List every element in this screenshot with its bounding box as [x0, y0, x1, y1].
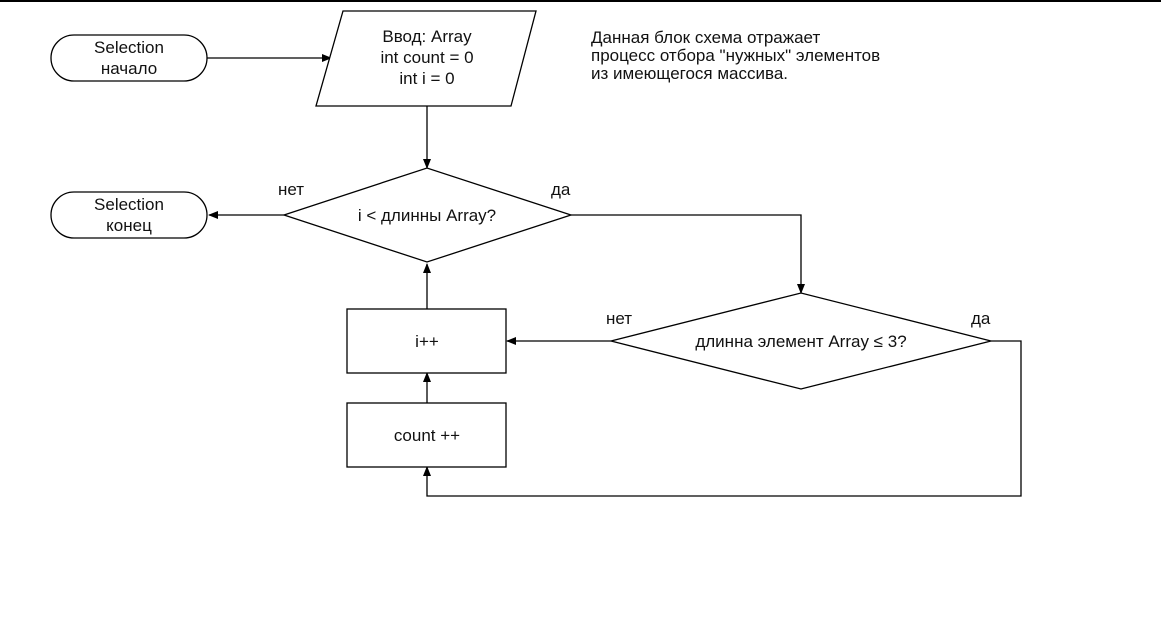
loop-condition-decision: i < длинны Array?: [281, 167, 574, 263]
increment-i-rect-shape: [346, 308, 507, 374]
loop-condition-diamond-shape: [281, 167, 574, 263]
input-parallelogram-shape: [315, 10, 537, 107]
end-terminator-shape: [50, 191, 208, 239]
end-label-line-1: Selection: [94, 195, 164, 214]
loop-yes-label: да: [551, 180, 571, 199]
end-label-line-2: конец: [106, 216, 152, 235]
end-terminator: Selection конец: [50, 191, 208, 239]
increment-i-label: i++: [415, 332, 439, 351]
input-label-line-2: int count = 0: [380, 48, 473, 67]
loop-no-label: нет: [278, 180, 304, 199]
length-yes-label: да: [971, 309, 991, 328]
length-no-label: нет: [606, 309, 632, 328]
loop-condition-label: i < длинны Array?: [358, 206, 496, 225]
edge-length-yes-to-increment-count: [423, 340, 1022, 497]
length-condition-decision: длинна элемент Array ≤ 3?: [610, 292, 992, 390]
input-block: Ввод: Array int count = 0 int i = 0: [315, 10, 537, 107]
increment-count-rect-shape: [346, 402, 507, 468]
edge-loop-yes-to-length-condition: [571, 214, 805, 294]
length-condition-label: длинна элемент Array ≤ 3?: [695, 332, 906, 351]
start-terminator-shape: [50, 34, 208, 82]
diagram-description-note: Данная блок схема отражает процесс отбор…: [591, 29, 1011, 83]
increment-i-process: i++: [346, 308, 507, 374]
increment-count-process: count ++: [346, 402, 507, 468]
increment-count-label: count ++: [394, 426, 460, 445]
length-condition-diamond-shape: [610, 292, 992, 390]
note-line-3: из имеющегося массива.: [591, 64, 789, 83]
note-line-1: Данная блок схема отражает: [591, 28, 821, 47]
input-label-line-1: Ввод: Array: [382, 27, 472, 46]
start-label-line-1: Selection: [94, 38, 164, 57]
note-line-2: процесс отбора "нужных" элементов: [591, 46, 881, 65]
input-label-line-3: int i = 0: [399, 69, 454, 88]
start-terminator: Selection начало: [50, 34, 208, 82]
start-label-line-2: начало: [101, 59, 157, 78]
